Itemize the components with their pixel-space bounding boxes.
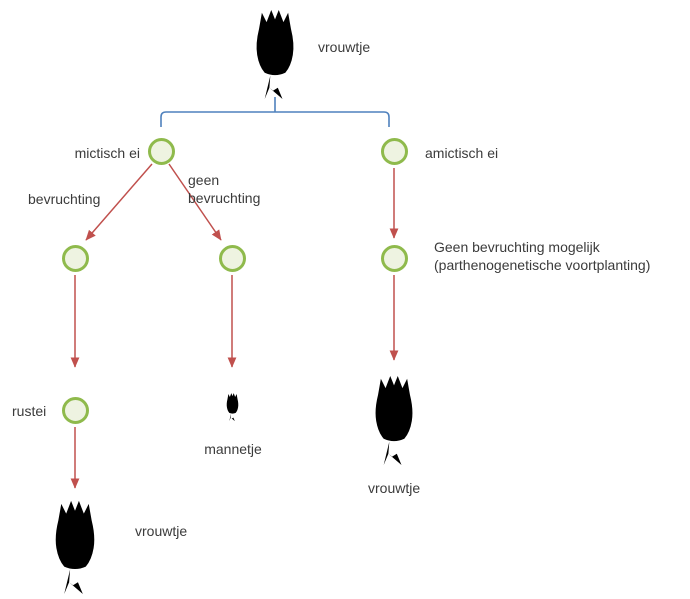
fertilized-egg-circle — [62, 245, 89, 272]
right-female-rotifer — [364, 372, 424, 468]
right-female-label: vrouwtje — [368, 480, 421, 496]
mictic-egg-label: mictisch ei — [74, 145, 140, 161]
unfertilized-egg-circle — [219, 245, 246, 272]
amictic-egg-label: amictisch ei — [425, 145, 499, 161]
no-fertilization-note: Geen bevruchting mogelijk (parthenogenet… — [434, 239, 651, 273]
fertilization-label: bevruchting — [28, 191, 101, 207]
top-female-rotifer — [245, 6, 305, 102]
resting-egg-circle — [62, 397, 89, 424]
mictic-egg-circle — [148, 138, 175, 165]
top-female-label: vrouwtje — [318, 39, 371, 55]
resting-egg-label: rustei — [12, 403, 47, 419]
male-label: mannetje — [204, 441, 262, 457]
no-fertilization-label: geen bevruchting — [188, 172, 261, 206]
bottom-left-female-rotifer — [43, 497, 107, 597]
amictic-egg2-circle — [381, 245, 408, 272]
bottom-left-female-label: vrouwtje — [135, 523, 188, 539]
bracket — [160, 111, 390, 127]
amictic-egg-circle — [381, 138, 408, 165]
male-rotifer — [222, 392, 243, 422]
